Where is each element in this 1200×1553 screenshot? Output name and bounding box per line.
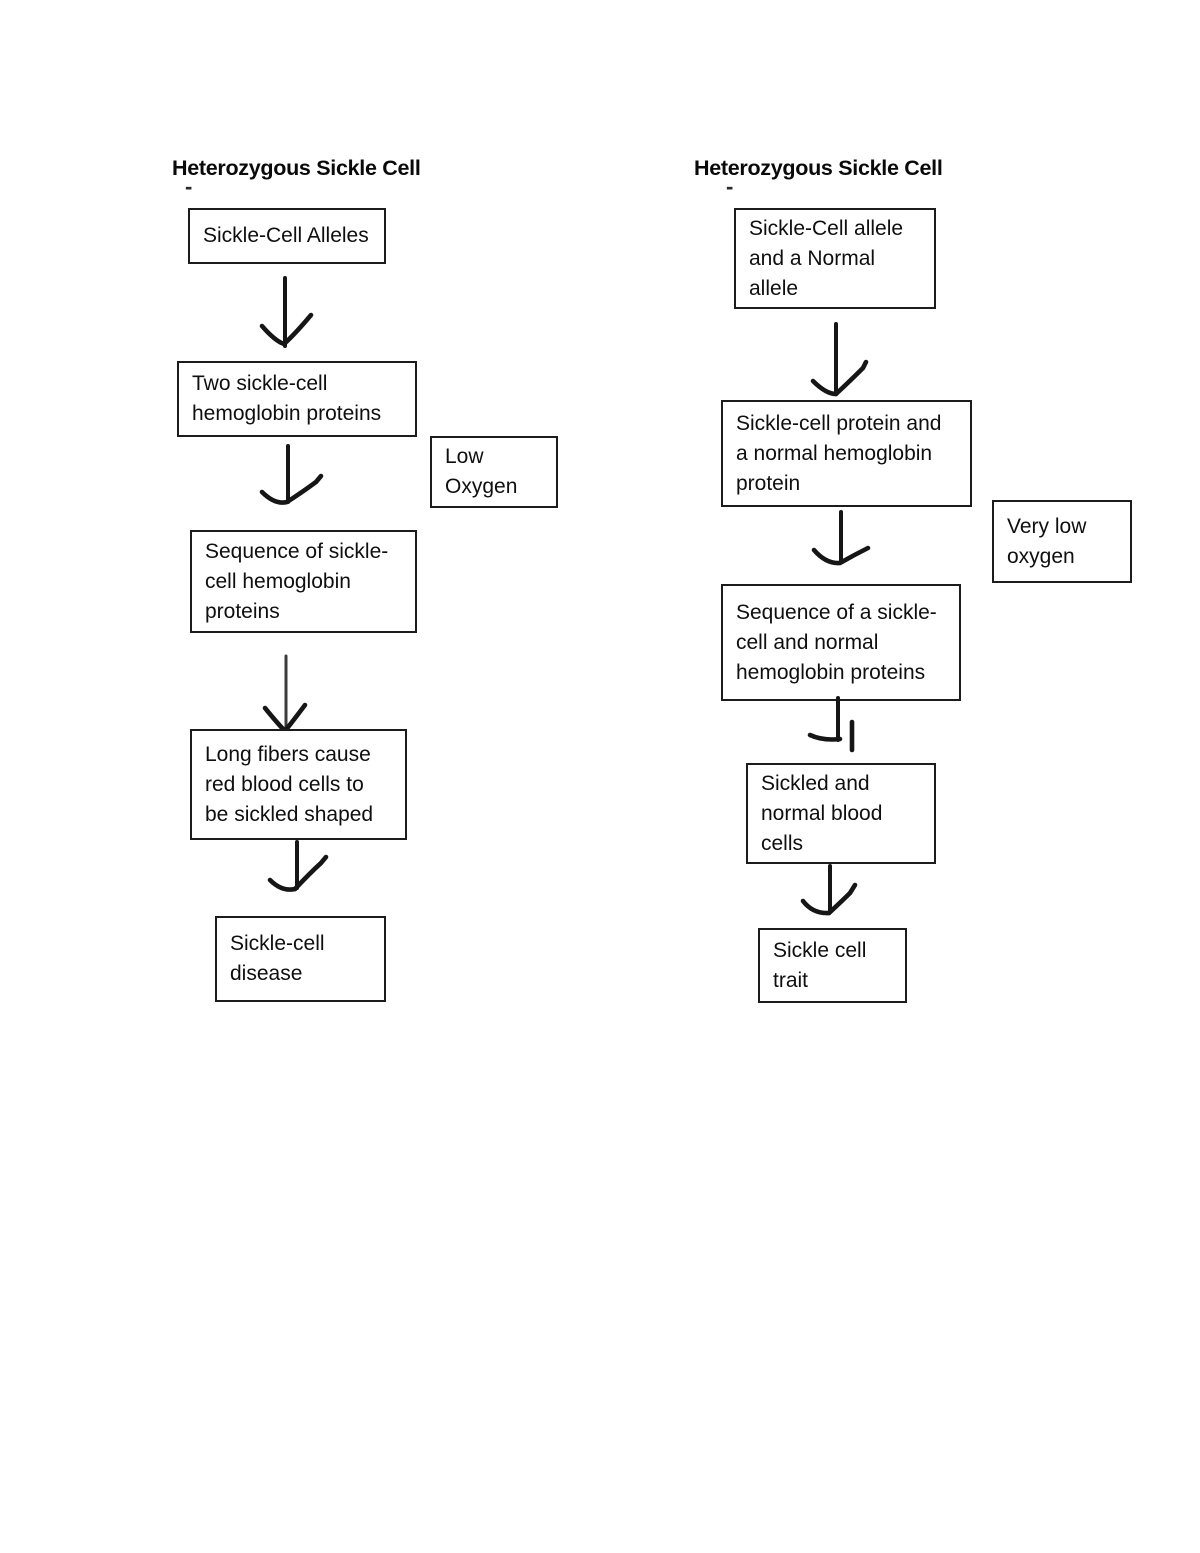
left-title-tick-mark: - xyxy=(185,174,193,199)
down-arrow-icon xyxy=(259,276,314,348)
box-label: Sickle cell trait xyxy=(773,938,867,992)
right-box-sickle-and-normal-protein: Sickle-cell protein and a normal hemoglo… xyxy=(721,400,972,507)
down-arrow-icon xyxy=(811,510,871,566)
right-side-box-very-low-oxygen: Very low oxygen xyxy=(992,500,1132,583)
right-box-sequence-of-proteins: Sequence of a sickle- cell and normal he… xyxy=(721,584,961,701)
box-label: Sickle-cell disease xyxy=(230,932,325,985)
down-hook-arrow-icon xyxy=(807,696,855,753)
down-arrow-icon xyxy=(259,444,324,505)
box-label: Very low oxygen xyxy=(1007,514,1087,568)
down-arrow-icon xyxy=(267,840,329,892)
right-box-sickle-cell-trait: Sickle cell trait xyxy=(758,928,907,1003)
left-box-two-sickle-cell-proteins: Two sickle-cell hemoglobin proteins xyxy=(177,361,417,437)
left-box-sickle-cell-alleles: Sickle-Cell Alleles xyxy=(188,208,386,264)
left-box-sequence-of-proteins: Sequence of sickle- cell hemoglobin prot… xyxy=(190,530,417,633)
box-label: Sickle-cell protein and a normal hemoglo… xyxy=(736,411,942,495)
right-box-sickled-and-normal-cells: Sickled and normal blood cells xyxy=(746,763,936,864)
box-label: Sickle-Cell allele and a Normal allele xyxy=(749,216,904,300)
down-arrow-icon xyxy=(262,654,308,736)
box-label: Sickled and normal blood cells xyxy=(761,771,883,855)
left-box-sickle-cell-disease: Sickle-cell disease xyxy=(215,916,386,1002)
box-label: Low Oxygen xyxy=(445,445,518,498)
down-arrow-icon xyxy=(810,322,869,397)
box-label: Long fibers cause red blood cells to be … xyxy=(205,742,374,826)
left-flowchart-title: Heterozygous Sickle Cell xyxy=(172,156,421,180)
left-box-long-fibers: Long fibers cause red blood cells to be … xyxy=(190,729,407,840)
right-box-sickle-and-normal-allele: Sickle-Cell allele and a Normal allele xyxy=(734,208,936,309)
left-side-box-low-oxygen: Low Oxygen xyxy=(430,436,558,508)
box-label: Sequence of a sickle- cell and normal he… xyxy=(736,600,937,684)
right-title-tick-mark: - xyxy=(726,174,734,199)
down-arrow-icon xyxy=(800,864,858,916)
box-label: Sequence of sickle- cell hemoglobin prot… xyxy=(205,539,389,623)
right-flowchart-title: Heterozygous Sickle Cell xyxy=(694,156,943,180)
box-label: Two sickle-cell hemoglobin proteins xyxy=(192,372,382,425)
box-label: Sickle-Cell Alleles xyxy=(203,224,369,247)
